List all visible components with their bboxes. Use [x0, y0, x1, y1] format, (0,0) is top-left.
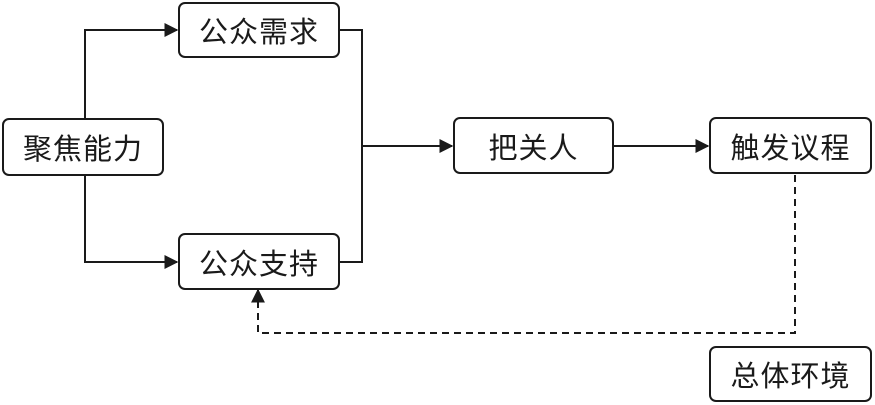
edge-focus-to-support	[84, 175, 179, 269]
node-public-demand: 公众需求	[178, 2, 340, 58]
edge-focus-to-demand	[84, 23, 179, 119]
node-trigger-agenda: 触发议程	[709, 117, 872, 174]
node-public-support: 公众支持	[178, 233, 340, 290]
node-gatekeeper: 把关人	[453, 117, 614, 174]
edge-feedback-agenda-to-support	[251, 175, 796, 334]
node-general-environment: 总体环境	[709, 346, 872, 402]
node-focus-ability: 聚焦能力	[2, 118, 164, 176]
edge-merge-bracket	[340, 29, 363, 263]
